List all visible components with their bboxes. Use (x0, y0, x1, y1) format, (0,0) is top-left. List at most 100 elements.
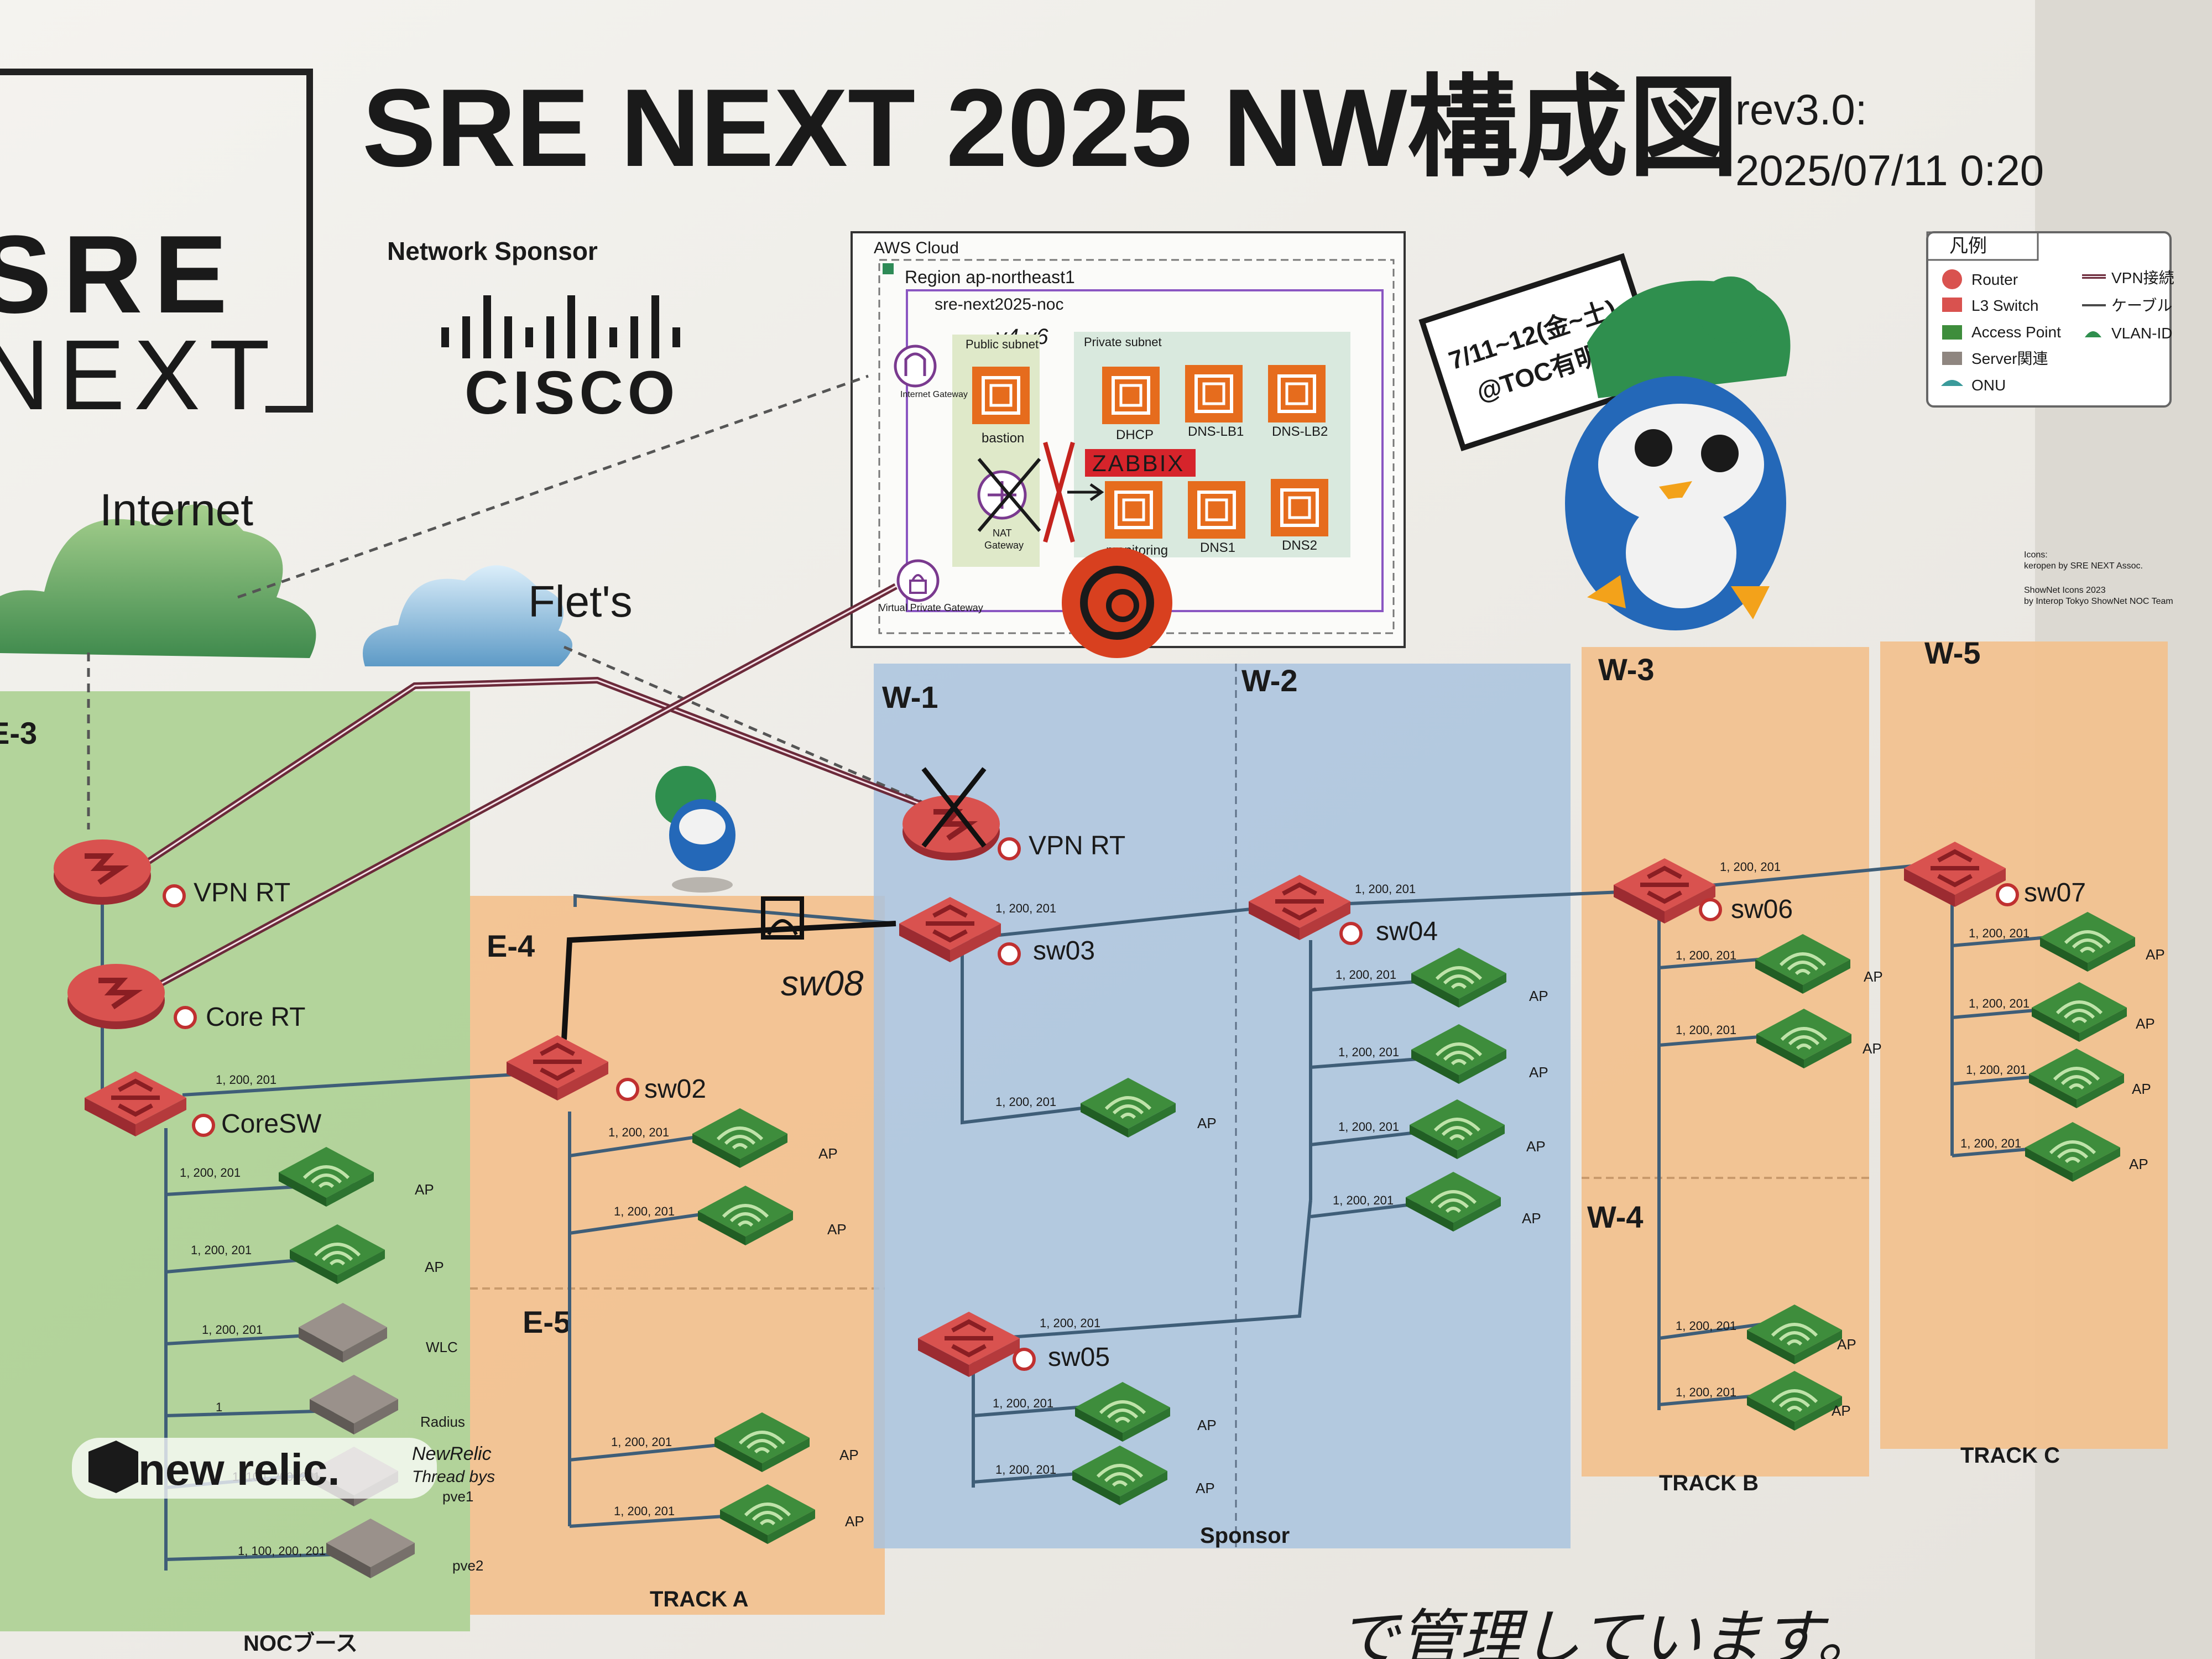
w5-ap1-label: AP (2146, 946, 2165, 963)
legend-onu-icon (1941, 380, 1963, 386)
w2-ap3-label: AP (1526, 1138, 1546, 1155)
footer-noc-label: NOCブース (243, 1631, 358, 1656)
core-rt-router-icon (67, 964, 165, 1029)
e4-ap1-label: AP (818, 1145, 838, 1162)
svg-text:1, 200, 201: 1, 200, 201 (1338, 1120, 1399, 1134)
footer-track-b-label: TRACK B (1659, 1471, 1759, 1495)
zone-w4-label: W-4 (1587, 1199, 1644, 1234)
sw04-vlan: 1, 200, 201 (1355, 882, 1416, 896)
svg-text:1, 200, 201: 1, 200, 201 (180, 1166, 241, 1180)
e4-ap2-label: AP (827, 1221, 847, 1238)
svg-text:1, 200, 201: 1, 200, 201 (1676, 1319, 1736, 1333)
svg-text:1, 200, 201: 1, 200, 201 (202, 1323, 263, 1337)
svg-text:1, 200, 201: 1, 200, 201 (1966, 1063, 2027, 1077)
legend-l3switch-icon (1942, 298, 1962, 312)
sw05-label: sw05 (1048, 1343, 1110, 1372)
revision-label: rev3.0: (1735, 85, 1867, 134)
new-relic-note-2: Thread bys (412, 1468, 495, 1486)
logo-next-text: NEXT (0, 320, 279, 431)
public-subnet-label: Public subnet (966, 337, 1039, 351)
svg-text:1, 200, 201: 1, 200, 201 (1676, 948, 1736, 962)
svg-text:1, 200, 201: 1, 200, 201 (611, 1435, 672, 1449)
nat-gateway-icon (977, 470, 1027, 520)
revision-datetime: 2025/07/11 0:20 (1735, 146, 2044, 195)
zone-w5-label: W-5 (1924, 635, 1981, 670)
coresw-label: CoreSW (221, 1109, 322, 1139)
svg-text:Icons:: Icons: (2024, 550, 2048, 560)
legend-box: 凡例 Router L3 Switch Access Point Server関… (1926, 231, 2174, 408)
dnslb2-label: DNS-LB2 (1272, 424, 1328, 439)
dns2-ec2-icon (1271, 479, 1328, 536)
zone-e4-e5 (470, 896, 885, 1615)
legend-title: 凡例 (1949, 236, 1987, 257)
legend-item-ap: Access Point (1971, 324, 2061, 341)
internet-label: Internet (100, 485, 253, 535)
w3-ap2-label: AP (1863, 1040, 1882, 1057)
logo-sre-text: SRE (0, 213, 238, 336)
legend-ap-icon (1942, 325, 1962, 340)
core-rt-label: Core RT (206, 1003, 306, 1032)
svg-text:1, 200, 201: 1, 200, 201 (1335, 968, 1396, 982)
dhcp-ec2-icon (1102, 367, 1160, 424)
bastion-ec2-icon (972, 367, 1030, 424)
dns2-label: DNS2 (1282, 538, 1317, 553)
w5-ap4-label: AP (2129, 1156, 2148, 1172)
footer-track-a-label: TRACK A (650, 1587, 749, 1611)
sw03-label: sw03 (1033, 936, 1095, 966)
new-relic-sticker: new relic. NewRelic Thread bys (72, 1438, 495, 1499)
svg-text:keropen by SRE NEXT Assoc.: keropen by SRE NEXT Assoc. (2024, 561, 2143, 571)
svg-text:1: 1 (216, 1400, 222, 1414)
flets-cloud-icon (363, 565, 572, 666)
onu-indicator (163, 884, 186, 907)
bastion-label: bastion (982, 431, 1024, 446)
svg-text:1, 200, 201: 1, 200, 201 (1676, 1385, 1736, 1399)
w4-ap1-label: AP (1837, 1336, 1856, 1353)
sw06-label: sw06 (1731, 895, 1793, 924)
monitoring-ec2-icon (1105, 481, 1162, 539)
radius-label: Radius (420, 1413, 465, 1430)
zone-e4-label: E-4 (487, 928, 535, 963)
small-penguin-sticker-icon (655, 766, 735, 893)
svg-text:1, 200, 201: 1, 200, 201 (1676, 1023, 1736, 1037)
nat-label-2: Gateway (984, 540, 1024, 551)
footer-sponsor-label: Sponsor (1200, 1524, 1290, 1548)
zone-w3-label: W-3 (1598, 652, 1655, 687)
sw08-handwritten-icon (761, 896, 804, 940)
zone-w2-label: W-2 (1241, 663, 1298, 698)
sw04-label: sw04 (1376, 917, 1438, 946)
legend-item-router: Router (1971, 271, 2018, 288)
vpn-rt-w1-label: VPN RT (1029, 831, 1125, 860)
aws-cloud-panel: AWS Cloud Region ap-northeast1 sre-next2… (851, 231, 1406, 648)
svg-text:1, 200, 201: 1, 200, 201 (1960, 1136, 2021, 1150)
page-title: SRE NEXT 2025 NW構成図 (362, 66, 1739, 190)
nat-label-1: NAT (993, 528, 1012, 539)
legend-vlan-icon (2085, 331, 2101, 337)
w2-ap4-label: AP (1522, 1210, 1541, 1227)
e5-ap2-label: AP (845, 1513, 864, 1530)
sre-next-logo: SRE NEXT (0, 69, 313, 431)
svg-text:1, 200, 201: 1, 200, 201 (993, 1396, 1053, 1410)
aws-region-label: Region ap-northeast1 (905, 267, 1075, 287)
zone-w1-label: W-1 (882, 680, 938, 714)
svg-text:1, 200, 201: 1, 200, 201 (995, 1463, 1056, 1477)
legend-server-icon (1942, 352, 1962, 365)
zabbix-badge (1085, 449, 1196, 477)
footer-track-c-label: TRACK C (1960, 1443, 2060, 1468)
w3-ap1-label: AP (1864, 968, 1883, 985)
w2-ap2-label: AP (1529, 1064, 1548, 1081)
pve2-label: pve2 (452, 1557, 483, 1574)
dnslb1-label: DNS-LB1 (1188, 424, 1244, 439)
legend-router-icon (1942, 269, 1962, 289)
legend-item-onu: ONU (1971, 377, 2006, 394)
zone-e5-label: E-5 (523, 1305, 571, 1339)
dnslb2-ec2-icon (1268, 365, 1326, 422)
icon-credits: Icons: keropen by SRE NEXT Assoc. ShowNe… (2024, 550, 2173, 606)
svg-text:by Interop Tokyo ShowNet NOC T: by Interop Tokyo ShowNet NOC Team (2024, 597, 2173, 606)
dnslb1-ec2-icon (1185, 365, 1243, 422)
w2-ap1-label: AP (1529, 988, 1548, 1004)
w2-ap6-label: AP (1196, 1480, 1215, 1496)
svg-text:1, 200, 201: 1, 200, 201 (1333, 1193, 1394, 1207)
internet-cloud-icon (0, 504, 316, 658)
grafana-sticker-icon (1062, 547, 1172, 658)
event-sign: 7/11~12(金~土) @TOC有明 (1418, 253, 1667, 452)
